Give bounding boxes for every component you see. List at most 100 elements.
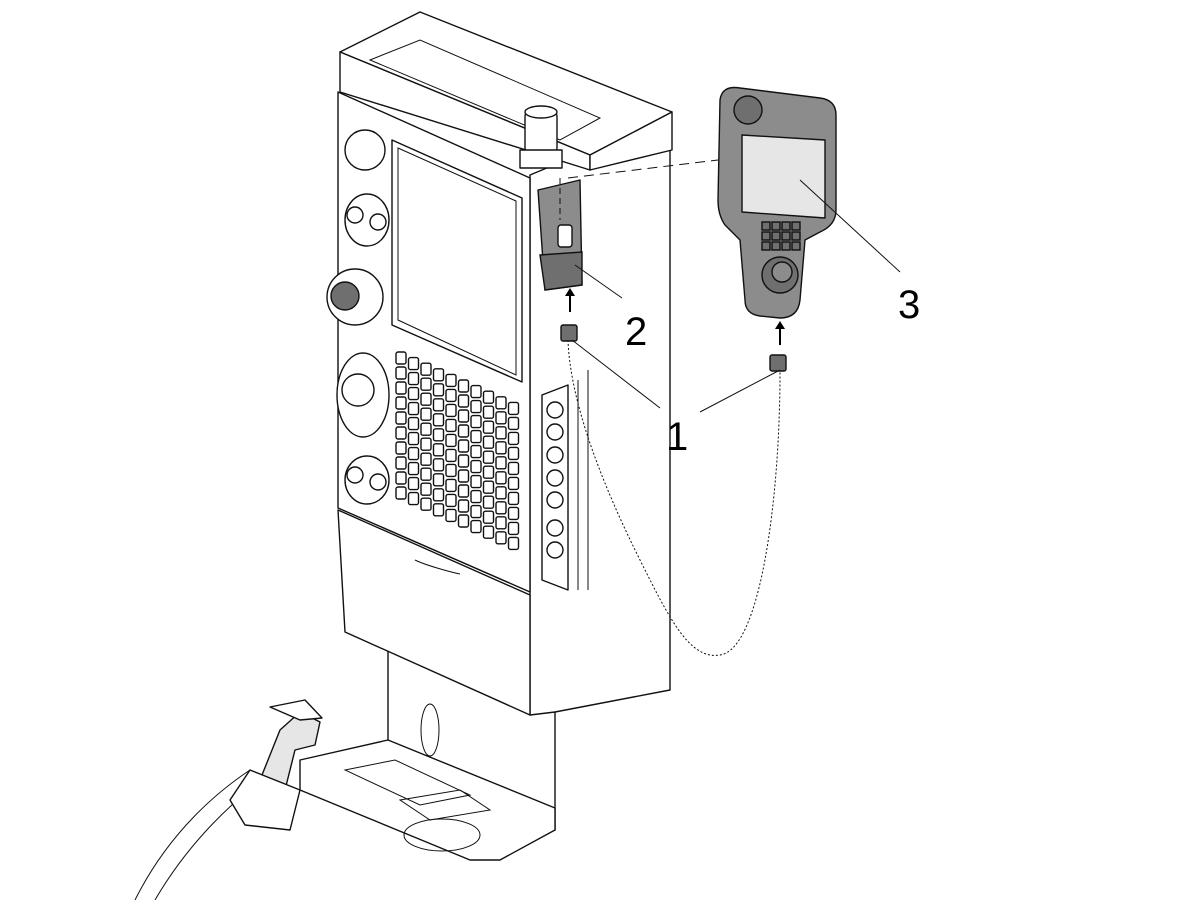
keypad-key <box>470 429 482 444</box>
keypad-key <box>395 486 407 500</box>
logo-badge <box>344 129 386 171</box>
keypad-key <box>445 493 457 508</box>
keypad-key <box>507 521 520 536</box>
keypad-key <box>407 371 420 386</box>
keypad <box>395 351 520 551</box>
cable-connector <box>560 324 578 342</box>
keypad-key <box>507 536 520 551</box>
keypad-key <box>507 431 520 446</box>
beacon-light <box>519 105 563 169</box>
keypad-key <box>407 401 420 416</box>
keypad-key <box>445 463 457 478</box>
keypad-key <box>445 433 457 448</box>
keypad-key <box>395 381 407 395</box>
keypad-key <box>432 398 445 412</box>
keypad-key <box>420 452 432 466</box>
keypad-key <box>470 414 482 429</box>
keypad-key <box>482 495 495 509</box>
pendant-key <box>781 231 791 241</box>
keypad-key <box>495 516 507 530</box>
keypad-key <box>495 531 507 545</box>
keypad-key <box>507 506 520 521</box>
keypad-key <box>432 428 445 442</box>
keypad-key <box>407 386 420 401</box>
keypad-key <box>457 469 470 483</box>
keypad-key <box>495 471 507 485</box>
callout-leaders <box>571 179 901 413</box>
keypad-key <box>395 411 407 425</box>
side-port <box>546 519 564 537</box>
keypad-key <box>507 446 520 461</box>
keypad-key <box>432 473 445 487</box>
keypad-key <box>470 459 482 474</box>
keypad-key <box>457 484 470 498</box>
keypad-key <box>445 418 457 433</box>
keypad-key <box>432 413 445 427</box>
cabinet <box>326 11 673 716</box>
keypad-key <box>432 503 445 517</box>
keypad-key <box>482 390 495 404</box>
keypad-key <box>445 448 457 463</box>
keypad-key <box>457 394 470 408</box>
keypad-key <box>482 525 495 539</box>
pendant-screen <box>741 134 826 219</box>
keypad-key <box>457 409 470 423</box>
keypad-key <box>420 467 432 481</box>
keypad-key <box>495 411 507 425</box>
pendant-key <box>771 221 781 231</box>
pendant-holder <box>537 159 719 342</box>
keypad-key <box>482 405 495 419</box>
keypad-key <box>420 407 432 421</box>
keypad-key <box>420 482 432 496</box>
keypad-key <box>482 510 495 524</box>
emergency-stop-button <box>733 95 763 125</box>
keypad-key <box>470 504 482 519</box>
keypad-key <box>407 446 420 461</box>
handheld-pendant <box>717 86 837 372</box>
monitor-screen <box>391 139 523 383</box>
keypad-key <box>420 437 432 451</box>
keypad-key <box>407 461 420 476</box>
keypad-key <box>470 444 482 459</box>
keypad-key <box>407 476 420 491</box>
keypad-key <box>482 420 495 434</box>
keypad-key <box>507 416 520 431</box>
keypad-key <box>445 403 457 418</box>
keypad-key <box>432 488 445 502</box>
keypad-key <box>432 383 445 397</box>
keypad-key <box>482 465 495 479</box>
keypad-key <box>407 416 420 431</box>
air-gun <box>134 699 323 900</box>
keypad-key <box>495 501 507 515</box>
keypad-key <box>507 491 520 506</box>
arrow-up-icon <box>775 321 785 345</box>
keypad-key <box>507 476 520 491</box>
pendant-key <box>761 231 771 241</box>
side-port <box>546 469 564 487</box>
pendant-key <box>791 241 801 251</box>
keypad-key <box>432 368 445 382</box>
keypad-key <box>495 456 507 470</box>
keypad-key <box>420 392 432 406</box>
keypad-key <box>470 474 482 489</box>
keypad-key <box>432 443 445 457</box>
keypad-key <box>470 489 482 504</box>
side-port <box>546 541 564 559</box>
keypad-key <box>457 424 470 438</box>
keypad-key <box>457 499 470 513</box>
pendant-key <box>761 241 771 251</box>
side-port <box>546 446 564 464</box>
keypad-key <box>395 396 407 410</box>
pendant-key <box>791 221 801 231</box>
side-port <box>546 423 564 441</box>
keypad-key <box>407 356 420 371</box>
keypad-key <box>395 441 407 455</box>
keypad-key <box>395 456 407 470</box>
pendant-key <box>761 221 771 231</box>
keypad-key <box>457 454 470 468</box>
keypad-key <box>482 435 495 449</box>
pendant-key <box>781 221 791 231</box>
keypad-key <box>395 471 407 485</box>
keypad-key <box>407 491 420 506</box>
